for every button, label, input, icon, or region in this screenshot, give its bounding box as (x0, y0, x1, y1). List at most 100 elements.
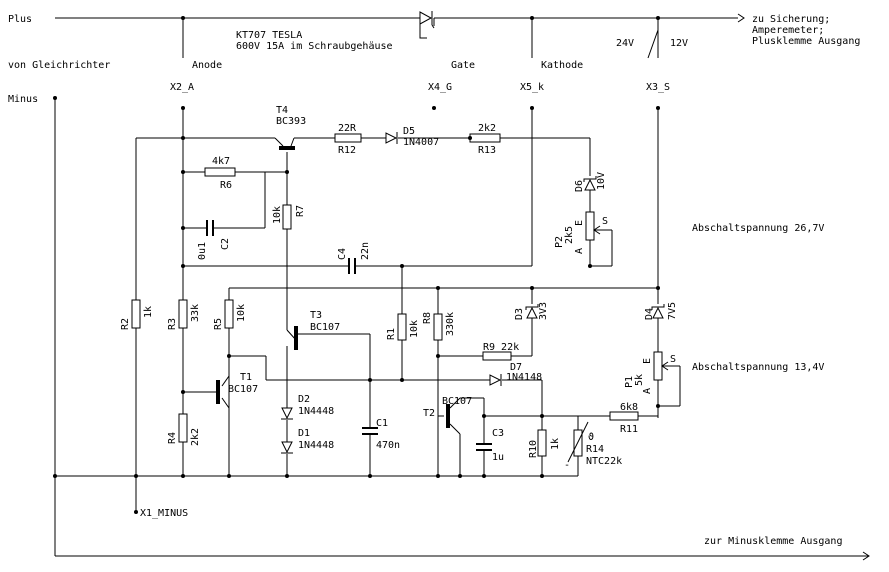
d3-name: D3 (514, 308, 525, 320)
t3-type: BC107 (310, 322, 340, 333)
c4-value: 22n (360, 242, 371, 260)
switch-24v-label: 24V (616, 38, 634, 49)
r14-body (573, 429, 583, 457)
c3-plate-b (476, 449, 492, 451)
r8-body (433, 313, 443, 341)
d4-name: D4 (644, 308, 655, 320)
p2-a-label: A (574, 248, 585, 254)
p1-body (653, 351, 663, 381)
p2-s-label: S (602, 216, 608, 227)
c2-plate-a (206, 220, 208, 236)
capacitors (206, 220, 492, 451)
r1-value: 10k (409, 320, 420, 338)
t3-base-bar (294, 326, 298, 350)
r11-value: 6k8 (620, 402, 638, 413)
wires (54, 13, 870, 561)
d3-symbol (526, 306, 538, 319)
c3-name: C3 (492, 428, 504, 439)
d6-symbol (584, 178, 596, 191)
d2-symbol (281, 407, 293, 420)
r3-name: R3 (167, 318, 178, 330)
r3-body (178, 299, 188, 329)
c3-value: 1u (492, 452, 504, 463)
p2-e-label: E (574, 220, 585, 226)
gate-label: Gate (451, 60, 475, 71)
c4-plate-b (354, 258, 356, 274)
d7-type: 1N4148 (506, 372, 542, 383)
ntc-theta-icon: ϑ (588, 432, 594, 443)
d5-name: D5 (403, 126, 415, 137)
r10-value: 1k (550, 438, 561, 450)
d1-type: 1N4448 (298, 440, 334, 451)
cathode-label: Kathode (541, 60, 583, 71)
r4-name: R4 (167, 432, 178, 444)
p2-name: P2 (554, 236, 565, 248)
r5-value: 10k (236, 304, 247, 322)
p2-body (585, 211, 595, 241)
r2-name: R2 (120, 318, 131, 330)
to-minus-out-label: zur Minusklemme Ausgang (704, 536, 842, 547)
r9-body (482, 351, 512, 361)
c2-plate-b (212, 220, 214, 236)
d5-type: 1N4007 (403, 137, 439, 148)
r12-body (334, 133, 362, 143)
r2-body (131, 299, 141, 329)
ntc-slash (567, 421, 589, 463)
d4-symbol (652, 306, 664, 319)
r1-body (397, 313, 407, 341)
d2-name: D2 (298, 394, 310, 405)
t1-name: T1 (240, 372, 252, 383)
t4-name: T4 (276, 105, 288, 116)
r11-body (609, 411, 639, 421)
t4-type: BC393 (276, 116, 306, 127)
r6-value: 4k7 (212, 156, 230, 167)
t1-base-bar (216, 380, 220, 404)
labels: Plus von Gleichrichter Minus zu Sicherun… (8, 14, 860, 547)
r2-value: 1k (143, 306, 154, 318)
ntc-minus-label: - (564, 460, 570, 471)
terminal-x2: X2_A (170, 82, 194, 93)
to-fuse-label-1: zu Sicherung; (752, 14, 830, 25)
r11-name: R11 (620, 424, 638, 435)
c1-plate-b (362, 433, 378, 435)
d5-symbol (385, 132, 398, 144)
t1-type: BC107 (228, 384, 258, 395)
d6-value: 10V (596, 172, 607, 190)
r7-name: R7 (295, 205, 306, 217)
p1-e-label: E (642, 358, 653, 364)
r4-value: 2k2 (190, 428, 201, 446)
thyristor-symbol (419, 11, 433, 25)
t3-name: T3 (310, 310, 322, 321)
d1-name: D1 (298, 428, 310, 439)
p1-value: 5k (634, 374, 645, 386)
d6-name: D6 (574, 180, 585, 192)
d7-name: D7 (510, 362, 522, 373)
r14-name: R14 (586, 444, 604, 455)
r14-type: NTC22k (586, 456, 622, 467)
c4-plate-a (348, 258, 350, 274)
to-fuse-label-3: Plusklemme Ausgang (752, 36, 860, 47)
r13-value: 2k2 (478, 123, 496, 134)
r9-label: R9 22k (483, 342, 519, 353)
r6-body (204, 167, 236, 177)
plus-label: Plus (8, 14, 32, 25)
diodes (281, 11, 665, 454)
from-rectifier-label: von Gleichrichter (8, 60, 110, 71)
minus-label: Minus (8, 94, 38, 105)
c4-name: C4 (337, 248, 348, 260)
r3-value: 33k (190, 304, 201, 322)
p1-a-label: A (642, 388, 653, 394)
r5-name: R5 (213, 318, 224, 330)
c3-plate-a (476, 443, 492, 445)
d2-type: 1N4448 (298, 406, 334, 417)
thyristor-spec: 600V 15A im Schraubgehäuse (236, 41, 393, 52)
d1-symbol (281, 441, 293, 454)
resistors (131, 133, 669, 463)
transistors (216, 137, 450, 428)
junction-dots (53, 16, 660, 514)
t4-base-bar (279, 146, 295, 150)
r8-value: 330k (445, 312, 456, 336)
t2-name: T2 (423, 408, 435, 419)
